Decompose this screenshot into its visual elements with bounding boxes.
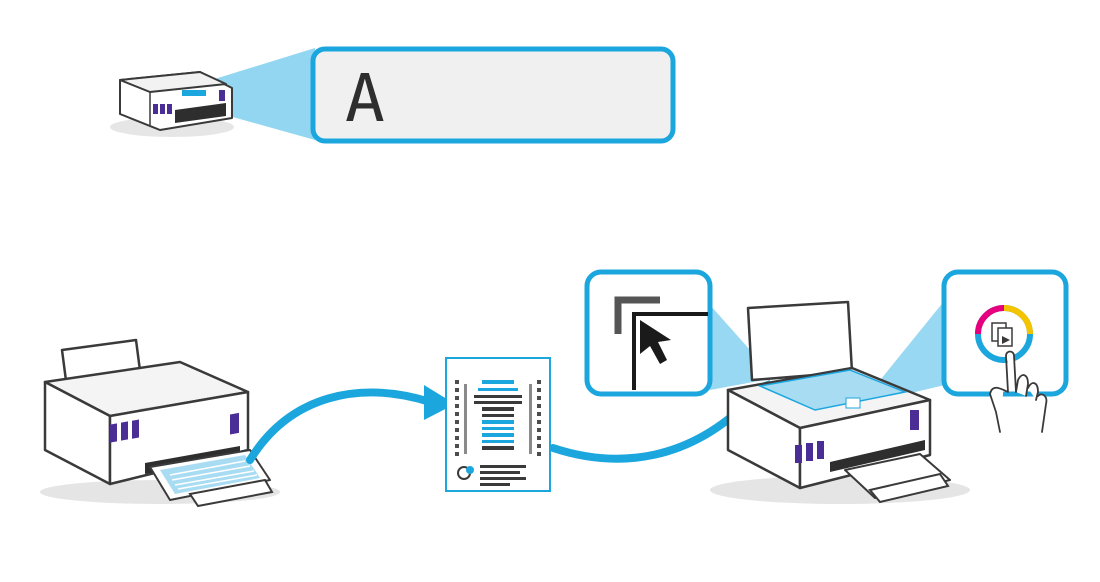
- copy-button-icon: [975, 305, 1033, 363]
- printed-page-icon: [445, 357, 551, 492]
- press-hand-icon: [989, 350, 1048, 433]
- copy-button-callout: [941, 269, 1069, 433]
- scanner-glass-corner-callout: [584, 269, 713, 397]
- display-character: A: [345, 60, 387, 137]
- flow-arrow-1-icon: [246, 385, 455, 464]
- printer-display-callout: A: [110, 46, 676, 144]
- printer-left-icon: [40, 338, 280, 508]
- printer-small-icon: [119, 71, 233, 131]
- display-panel: [310, 46, 676, 144]
- zoom-beam: [205, 48, 315, 140]
- cursor-arrow-icon: [640, 320, 671, 364]
- scanner-printer-icon: [710, 300, 970, 504]
